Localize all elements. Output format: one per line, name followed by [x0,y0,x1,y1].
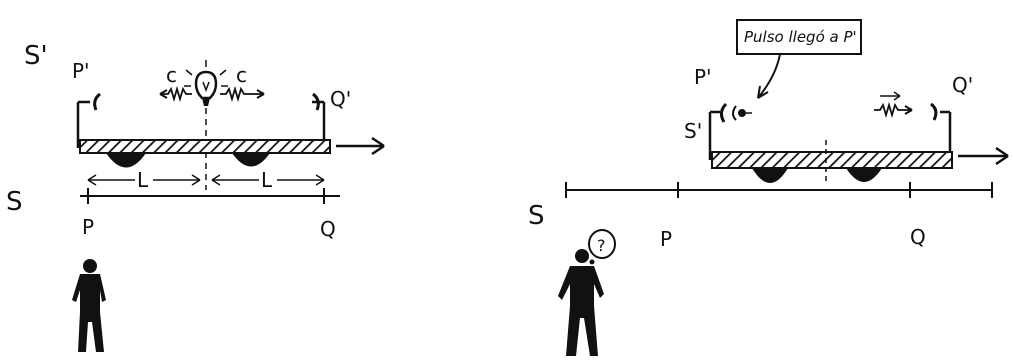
right-wheel-2 [846,168,882,182]
right-point-q-prime-label: Q' [952,73,973,97]
left-speed-right-label: c [236,63,247,87]
left-length-label-1: L [137,168,149,192]
left-point-q-label: Q [320,217,336,241]
right-point-q-label: Q [910,225,926,249]
lightbulb-icon [184,60,228,106]
person-silhouette-icon [72,259,106,352]
right-point-p-prime-label: P' [694,65,712,89]
left-wheel-1 [106,153,146,168]
right-person-silhouette-icon [558,249,604,356]
callout-box [736,19,862,55]
right-train-car [711,151,953,169]
left-length-arrows-2 [211,174,325,186]
left-detector-p [93,92,101,111]
right-point-p-label: P [660,227,672,251]
left-frame-s-label: S [6,187,23,217]
left-speed-left-label: c [166,63,177,87]
callout-pointer-arrowhead [757,85,769,99]
left-point-p-prime-label: P' [72,59,90,83]
left-pulse-right-arrowhead [256,89,265,99]
right-detector-q [930,102,938,121]
right-panel: Pulso llegó a P' P' Q' S' [528,19,1009,356]
left-frame-s-prime-label: S' [24,41,48,71]
right-pulse [874,101,912,119]
right-pulse-arrowhead [904,105,913,115]
left-train-car [79,139,331,154]
right-direction-arrow [880,91,901,101]
left-pulse-right [220,85,264,103]
right-frame-s-prime-label: S' [684,119,702,143]
left-pulse-left [160,85,192,103]
left-point-q-prime-label: Q' [330,87,351,111]
callout-pointer [757,53,781,99]
left-point-p-label: P [82,215,94,239]
thought-bubble: ? [588,229,616,265]
right-motion-arrow-icon [958,146,1009,166]
right-frame-s-label: S [528,201,545,231]
motion-arrow-icon [336,136,385,156]
left-length-label-2: L [261,168,273,192]
flash-burst-icon [732,105,752,121]
left-frame-bracket-left [76,100,90,148]
left-panel: S' P' Q' c c [6,41,385,352]
left-pulse-left-arrowhead [159,89,168,99]
left-detector-q [312,92,320,111]
thought-mark: ? [597,236,606,255]
left-length-arrows-1 [87,174,201,186]
right-frame-bracket-left [708,110,720,160]
callout-text: Pulso llegó a P' [744,28,857,46]
right-wheel-1 [752,168,788,183]
left-wheel-2 [232,153,270,167]
right-detector-p [719,102,728,123]
